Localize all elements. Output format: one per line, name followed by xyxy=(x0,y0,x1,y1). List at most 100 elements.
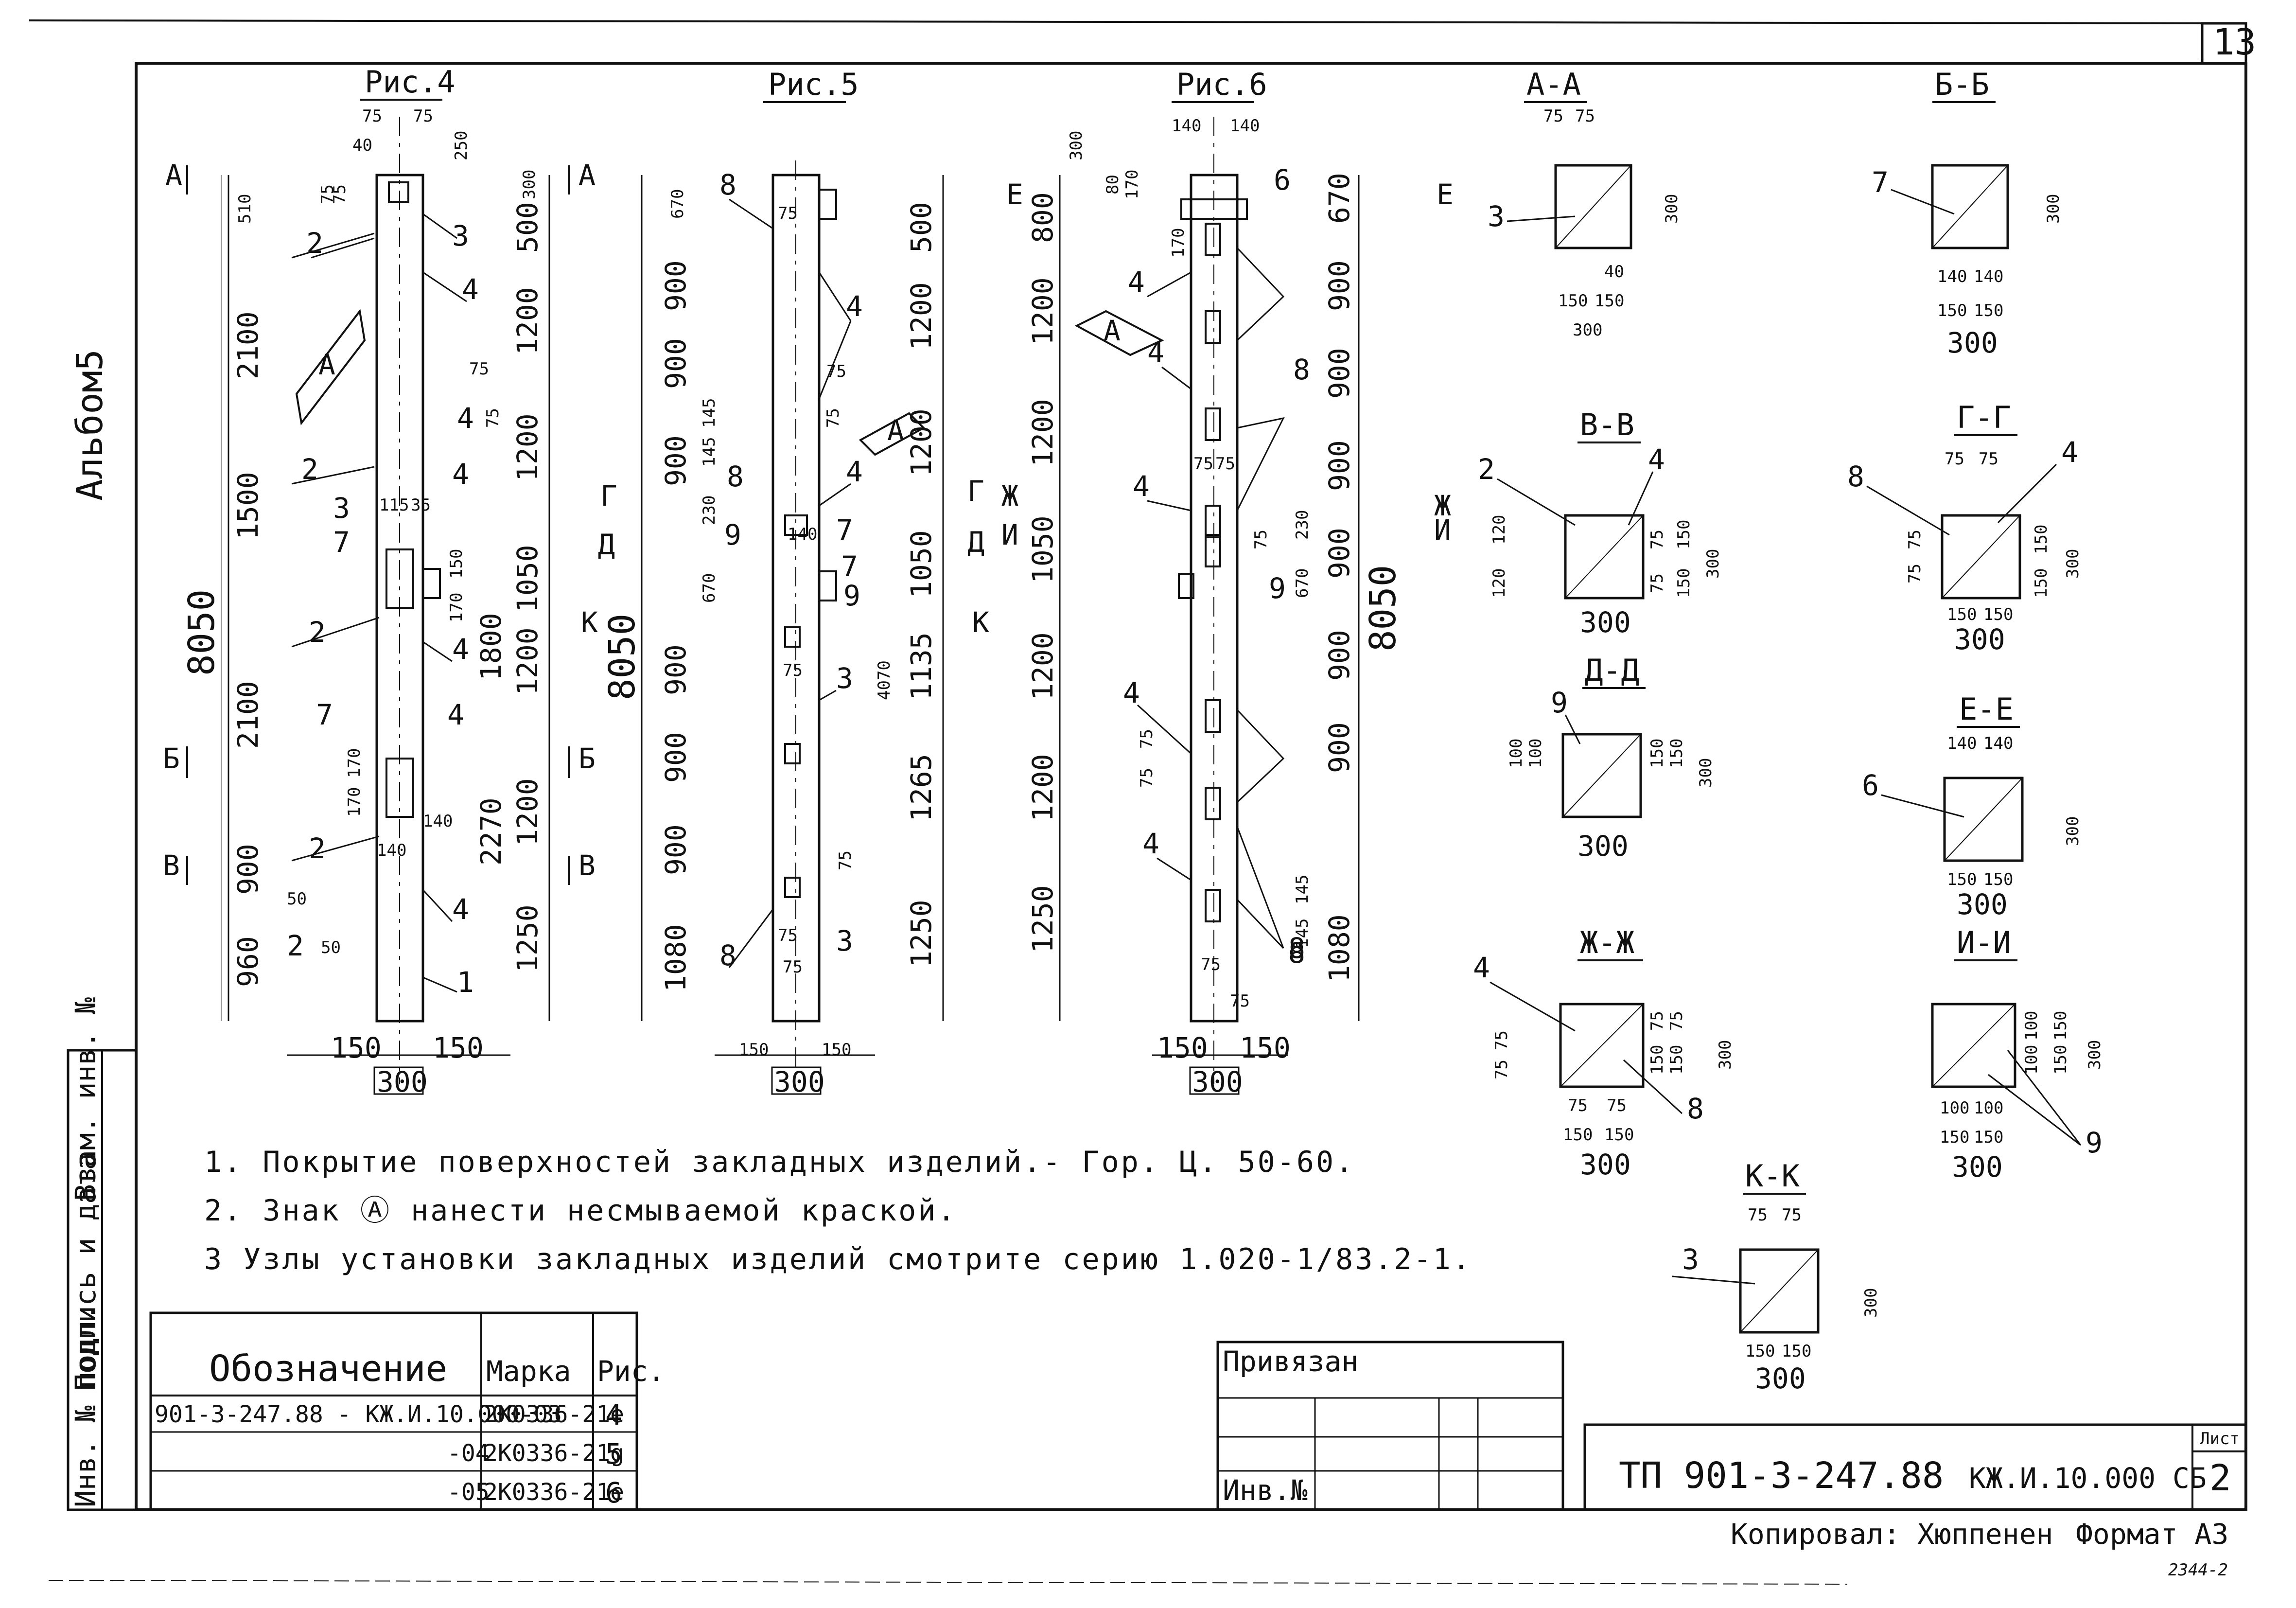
fig6-dim-top-e: 170 xyxy=(1122,170,1142,199)
fig6-dim-l1250: 1250 xyxy=(1026,885,1059,953)
section-kk-title: К-К xyxy=(1745,1158,1800,1194)
fig4-dim-r75a: 75 xyxy=(469,359,489,379)
fig6-dim-top-c: 300 xyxy=(1067,131,1086,160)
fig6-dim-r900e: 900 xyxy=(1323,630,1356,681)
fig4-title: Рис.4 xyxy=(365,64,456,100)
bottom-edge-line xyxy=(48,1580,1848,1585)
fig5-dim-l145a: 145 xyxy=(700,398,719,428)
section-dd-d5: 300 xyxy=(1696,758,1716,788)
fig6-section-i-left: И xyxy=(1001,518,1018,551)
section-ee-hatch xyxy=(1944,777,2023,861)
fig4-dim-r1250: 1250 xyxy=(511,904,544,972)
fig6-callout-75a: 75 xyxy=(1193,454,1213,474)
fig6-dim-r900a: 900 xyxy=(1323,260,1356,311)
section-gg-d8: 150 xyxy=(2032,568,2051,598)
fig6-section-zh-right: Ж xyxy=(1434,489,1451,522)
copied-by: Копировал: Хюппенен xyxy=(1731,1518,2053,1551)
section-zhzh-d1: 75 xyxy=(1492,1060,1511,1079)
fig4-embed-mid xyxy=(386,548,414,609)
section-aa-body xyxy=(1554,164,1632,249)
section-gg-d9: 300 xyxy=(2063,549,2083,579)
section-aa-title: А-А xyxy=(1526,67,1581,102)
spec-table-r1-designation: 901-3-247.88 - КЖ.И.10.000-03 xyxy=(155,1401,562,1428)
fig4-dim-top-d: 250 xyxy=(452,131,471,160)
fig6-leader-c xyxy=(1147,500,1192,512)
fig6-dim-l1200b: 1200 xyxy=(1026,399,1059,467)
fig5-dim-l670a: 670 xyxy=(668,189,687,219)
section-ii: И-И 100 100 150 150 300 100 100 150 150 … xyxy=(1931,925,2104,1184)
fig6-dim-r8050: 8050 xyxy=(1362,565,1404,652)
fig4-callout-3b: 3 xyxy=(333,492,350,525)
section-vv-d2: 75 xyxy=(1648,530,1667,549)
section-ee-d3: 150 xyxy=(1947,870,1977,889)
title-block-drawing-code: ТП 901-3-247.88 xyxy=(1619,1455,1944,1497)
section-vv-hatch xyxy=(1565,515,1644,599)
fig5-dim-l900b: 900 xyxy=(659,338,692,389)
binding-block-title: Привязан xyxy=(1223,1345,1358,1378)
section-aa-d4: 150 xyxy=(1558,291,1588,311)
section-bb-d1: 140 xyxy=(1937,267,1967,286)
fig6-bracket-top xyxy=(1180,198,1248,220)
section-ii-d9: 300 xyxy=(1952,1150,2003,1184)
fig4-callout-2d: 2 xyxy=(309,832,326,865)
fig4-dim-l50b: 50 xyxy=(321,938,341,957)
figure-6: Рис.6 140 140 300 80 170 800 1200 1200 1… xyxy=(1001,67,1454,1098)
fig5-dim-r75d: 75 xyxy=(836,850,855,870)
fig5-dim-b150a: 150 xyxy=(739,1040,769,1060)
section-ii-d1: 100 xyxy=(2022,1045,2041,1075)
fig4-callout-4a: 4 xyxy=(462,273,479,306)
fig4-dim-l960: 960 xyxy=(231,936,264,987)
spec-table-r1-mark: 2К0336-21е xyxy=(484,1401,624,1428)
section-gg-body xyxy=(1941,514,2021,600)
section-zhzh-d8: 75 xyxy=(1607,1096,1627,1115)
section-gg-leader-b xyxy=(1997,463,2057,524)
fig5-title: Рис.5 xyxy=(768,67,859,102)
section-bb-d0: 300 xyxy=(2044,194,2063,224)
section-vv: В-В 120 120 75 75 150 150 300 300 2 4 xyxy=(1478,407,1723,639)
section-ii-hatch xyxy=(1932,1004,2016,1087)
fig5-section-g-right: Г xyxy=(967,475,984,508)
section-vv-d6: 300 xyxy=(1580,606,1631,639)
section-aa-d1: 75 xyxy=(1575,106,1595,126)
fig6-embed-h xyxy=(1205,889,1221,922)
section-bb-callout: 7 xyxy=(1872,166,1889,199)
section-dd-d1: 100 xyxy=(1526,739,1545,768)
section-ii-d8: 150 xyxy=(1974,1128,2003,1147)
fig4-dim-r1200d: 1200 xyxy=(511,778,544,846)
section-gg-leader-a xyxy=(1866,485,1950,536)
section-dd-title: Д-Д xyxy=(1585,653,1639,688)
section-gg-d5: 150 xyxy=(1983,605,2013,624)
section-zhzh-d3: 75 xyxy=(1667,1011,1686,1031)
section-ee-leader xyxy=(1881,794,1964,818)
fig5-dim-r4070: 4070 xyxy=(875,660,894,700)
section-zhzh-d6: 300 xyxy=(1716,1040,1735,1070)
fig6-dim-b150b: 150 xyxy=(1240,1031,1291,1064)
fig5-dim-l900e: 900 xyxy=(659,732,692,783)
section-zhzh-leader-b xyxy=(1623,1059,1683,1114)
section-gg-d1: 75 xyxy=(1979,449,1998,469)
section-zhzh-d11: 300 xyxy=(1580,1148,1631,1181)
fig5-dim-r1250: 1250 xyxy=(905,900,938,968)
fig6-callout-75c: 75 xyxy=(1251,530,1271,549)
fig5-callout-3a: 3 xyxy=(836,662,853,695)
fig4-dim-l75a: 75 xyxy=(318,184,337,204)
fig6-title: Рис.6 xyxy=(1176,67,1267,102)
fig4-callout-2e: 2 xyxy=(287,929,304,962)
fig5-callout-75b: 75 xyxy=(778,926,798,945)
fig6-callout-145b: 145 xyxy=(1293,919,1312,948)
fig4-dim-r35: 35 xyxy=(411,495,431,515)
section-kk-leader xyxy=(1672,1275,1755,1285)
section-aa-callout: 3 xyxy=(1488,200,1505,233)
fig4-callout-2c: 2 xyxy=(309,616,326,649)
section-aa: А-А 75 75 300 40 150 150 300 3 xyxy=(1488,67,1682,340)
note-2: 2. Знак Ⓐ нанести несмываемой краской. xyxy=(204,1194,957,1228)
fig4-dim-b300-box xyxy=(373,1066,424,1095)
fig4-dim-b150a: 150 xyxy=(331,1031,382,1064)
fig6-callout-9: 9 xyxy=(1269,572,1286,605)
fig5-leader-b xyxy=(818,272,852,321)
section-ii-leader-a xyxy=(1988,1074,2081,1146)
side-strip-inv: Инв. № подл. xyxy=(69,1304,102,1507)
fig5-leader-f xyxy=(728,909,774,968)
fig6-dim-r230: 230 xyxy=(1293,510,1312,540)
